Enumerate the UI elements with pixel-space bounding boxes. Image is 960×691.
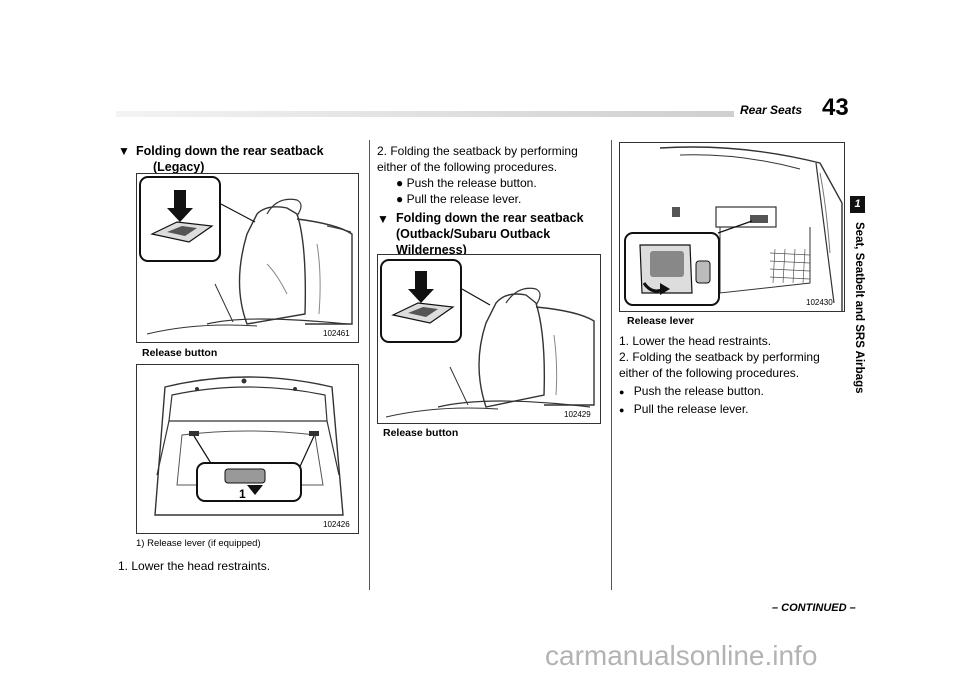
- down-arrow-icon: [167, 190, 193, 222]
- triangle-marker-icon: ▼: [118, 144, 130, 158]
- list-item: ● Push the release button.: [619, 383, 764, 400]
- triangle-marker-icon: ▼: [377, 212, 389, 226]
- list-item: ● Push the release button.: [396, 175, 537, 191]
- list-item-text: Pull the release lever.: [406, 192, 522, 206]
- heading-line: Wilderness): [396, 243, 467, 257]
- figure-outback-lever: 102430: [619, 142, 845, 312]
- down-arrow-icon: [408, 271, 434, 303]
- figure-legacy-seat: 102461: [136, 173, 359, 343]
- list-item-text: Push the release button.: [633, 384, 764, 398]
- page-number: 43: [822, 94, 849, 121]
- bullet-dot-icon: ●: [619, 405, 625, 415]
- list-item-text: Pull the release lever.: [633, 402, 749, 416]
- column-divider: [369, 140, 370, 590]
- heading-line: (Outback/Subaru Outback: [396, 227, 551, 241]
- section-heading-outback: Folding down the rear seatback (Outback/…: [396, 210, 584, 258]
- step-line: 2. Folding the seatback by performing: [377, 144, 578, 158]
- figure-caption: Release lever: [627, 315, 695, 327]
- chapter-tab: [850, 196, 865, 213]
- list-item: ● Pull the release lever.: [396, 191, 521, 207]
- watermark: carmanualsonline.info: [545, 640, 818, 671]
- heading-line: Folding down the rear seatback: [396, 211, 584, 225]
- figure-code: 102461: [323, 329, 350, 338]
- section-title: Rear Seats: [740, 103, 803, 117]
- step-2: 2. Folding the seatback by performing ei…: [377, 143, 605, 175]
- step-line: either of the following procedures.: [619, 366, 800, 380]
- step-2: 2. Folding the seatback by performing ei…: [619, 349, 844, 381]
- figure-caption: Release button: [383, 427, 459, 439]
- step-line: 2. Folding the seatback by performing: [619, 350, 820, 364]
- figure-code: 102426: [323, 520, 350, 529]
- figure-caption: Release button: [142, 347, 218, 359]
- bullet-dot-icon: ●: [396, 192, 404, 206]
- list-item: ● Pull the release lever.: [619, 401, 749, 418]
- header-rule: [116, 111, 734, 117]
- figure-caption: 1) Release lever (if equipped): [136, 538, 261, 549]
- section-heading-legacy: Folding down the rear seatback (Legacy): [136, 143, 324, 175]
- figure-legacy-trunk: 1 102426: [136, 364, 359, 534]
- step-text: 1. Lower the head restraints.: [619, 334, 772, 348]
- chapter-title: Seat, Seatbelt and SRS Airbags: [853, 222, 865, 394]
- chapter-number: 1: [854, 198, 861, 210]
- list-item-text: Push the release button.: [406, 176, 537, 190]
- callout-number: 1: [239, 487, 246, 501]
- bullet-dot-icon: ●: [619, 387, 625, 397]
- step-line: either of the following procedures.: [377, 160, 558, 174]
- heading-line: (Legacy): [153, 160, 205, 174]
- continued-label: – CONTINUED –: [772, 602, 856, 614]
- column-divider: [611, 140, 612, 590]
- bullet-dot-icon: ●: [396, 176, 404, 190]
- figure-outback-seat: 102429: [377, 254, 601, 424]
- step-text: 1. Lower the head restraints.: [118, 559, 271, 573]
- heading-line: Folding down the rear seatback: [136, 144, 324, 158]
- figure-code: 102429: [564, 410, 591, 419]
- figure-code: 102430: [806, 298, 833, 307]
